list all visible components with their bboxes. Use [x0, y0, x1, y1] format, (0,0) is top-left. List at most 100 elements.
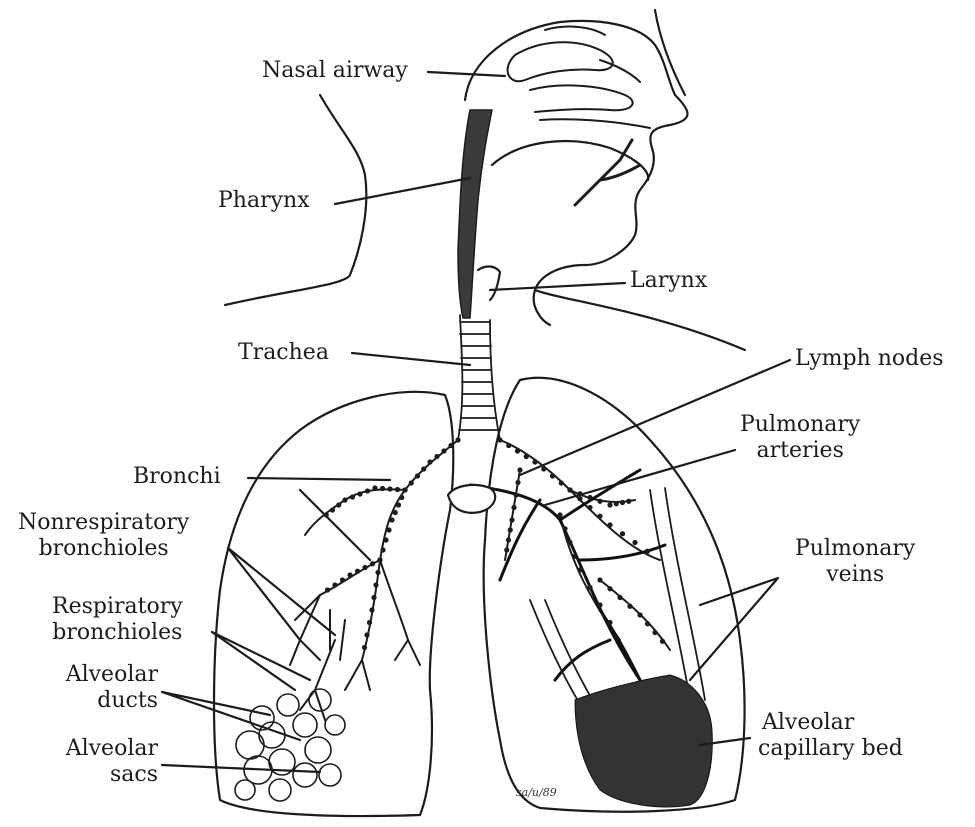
lymph-node-dot: [652, 630, 657, 635]
lymph-node-dot: [330, 507, 335, 512]
lymph-node-dot: [350, 494, 355, 499]
label-alveolar-sacs-line1: Alveolar: [55, 736, 158, 762]
lymph-node-dot: [567, 540, 572, 545]
lymph-node-dot: [375, 570, 380, 575]
label-respiratory-bronchioles: Respiratory bronchioles: [52, 594, 183, 646]
lymph-node-dot: [532, 459, 537, 464]
lymph-node-dot: [587, 585, 592, 590]
label-alveolar-ducts-line2: ducts: [55, 688, 158, 714]
lymph-node-dot: [371, 595, 376, 600]
lymph-node-dot: [402, 487, 407, 492]
leader-pharynx: [335, 178, 470, 204]
lymph-node-dot: [513, 492, 518, 497]
lymph-node-dot: [332, 582, 337, 587]
label-larynx: Larynx: [630, 268, 707, 294]
lymph-node-dot: [369, 607, 374, 612]
label-alveolar-sacs: Alveolar sacs: [55, 736, 158, 788]
label-alveolar-capillary-bed: Alveolar capillary bed: [758, 710, 903, 762]
lymph-node-dot: [562, 526, 567, 531]
lymph-node-dot: [347, 572, 352, 577]
lymph-node-dot: [421, 466, 426, 471]
lymph-node-dot: [377, 557, 382, 562]
lymph-node-dot: [572, 554, 577, 559]
lymph-node-dot: [427, 459, 432, 464]
lymph-node-dot: [506, 537, 511, 542]
lymph-node-dot: [541, 466, 546, 471]
label-nonrespiratory-line2: bronchioles: [18, 536, 189, 562]
lymph-node-dot: [380, 486, 385, 491]
lymph-node-dot: [567, 487, 572, 492]
larynx-shape: [478, 266, 500, 300]
lymph-node-dot: [517, 467, 522, 472]
lymph-node-dot: [370, 561, 375, 566]
lymph-node-dot: [386, 527, 391, 532]
lymph-node-dot: [387, 486, 392, 491]
lymph-node-dot: [365, 488, 370, 493]
lymph-node-dot: [364, 632, 369, 637]
lymph-node-dot: [383, 537, 388, 542]
lymph-node-dot: [587, 495, 592, 500]
lymph-node-dot: [550, 473, 555, 478]
lymph-node-dot: [357, 491, 362, 496]
lymph-node-dot: [632, 540, 637, 545]
lymph-node-dot: [607, 620, 612, 625]
lymph-node-dot: [399, 495, 404, 500]
leader-pulmonary-arteries: [545, 450, 735, 505]
lymph-node-dot: [660, 639, 665, 644]
lymph-node-dot: [620, 531, 625, 536]
lymph-node-dot: [336, 502, 341, 507]
lymph-node-dot: [637, 612, 642, 617]
lymph-node-dot: [362, 645, 367, 650]
label-pulmonary-arteries-line2: arteries: [740, 438, 860, 464]
pharynx-wall: [458, 110, 492, 318]
lymph-node-dot: [355, 569, 360, 574]
leader-trachea: [352, 353, 470, 365]
label-capillary-line1: Alveolar: [758, 710, 903, 736]
label-pulmonary-veins-line1: Pulmonary: [795, 536, 915, 562]
lymph-node-dot: [597, 577, 602, 582]
label-nonrespiratory-bronchioles: Nonrespiratory bronchioles: [18, 510, 189, 562]
lymph-node-dot: [524, 454, 529, 459]
lymph-node-dot: [393, 510, 398, 515]
lymph-node-dot: [455, 437, 460, 442]
heart-blob: [448, 485, 495, 513]
label-capillary-line2: capillary bed: [758, 736, 903, 762]
lymph-node-dot: [441, 448, 446, 453]
shoulder-right: [535, 290, 745, 350]
lymph-node-dot: [597, 499, 602, 504]
label-nasal-airway: Nasal airway: [262, 58, 408, 84]
alveolar-sacs-clusters: [235, 689, 345, 801]
label-bronchi: Bronchi: [133, 464, 221, 490]
leader-nasal-airway: [428, 72, 505, 76]
lymph-node-dot: [342, 497, 347, 502]
lymph-node-dot: [506, 443, 511, 448]
leader-nonrespiratory-bronchioles: [228, 548, 335, 640]
label-alveolar-sacs-line2: sacs: [55, 762, 158, 788]
lymph-node-dot: [325, 587, 330, 592]
lymph-node-dot: [597, 514, 602, 519]
label-alveolar-ducts: Alveolar ducts: [55, 662, 158, 714]
lymph-node-dot: [645, 549, 650, 554]
lymph-node-dot: [497, 437, 502, 442]
lymph-node-dot: [367, 620, 372, 625]
lymph-node-dot: [607, 586, 612, 591]
left-lung-outline: [214, 392, 453, 816]
lymph-node-dot: [617, 595, 622, 600]
artist-signature: sa/u/89: [516, 786, 557, 799]
lymph-node-dot: [448, 443, 453, 448]
lymph-node-dot: [409, 480, 414, 485]
lymph-node-dot: [577, 496, 582, 501]
lymph-node-dot: [380, 547, 385, 552]
lymph-node-dot: [415, 473, 420, 478]
lymph-node-dot: [340, 577, 345, 582]
lymph-node-dot: [372, 485, 377, 490]
label-pulmonary-arteries-line1: Pulmonary: [740, 412, 860, 438]
lymph-node-dot: [627, 604, 632, 609]
lymph-node-dot: [434, 454, 439, 459]
label-respiratory-line1: Respiratory: [52, 594, 183, 620]
leader-larynx: [490, 283, 625, 290]
lymph-node-dot: [587, 505, 592, 510]
lymph-node-dot: [396, 502, 401, 507]
lymph-node-dot: [362, 565, 367, 570]
label-respiratory-line2: bronchioles: [52, 620, 183, 646]
